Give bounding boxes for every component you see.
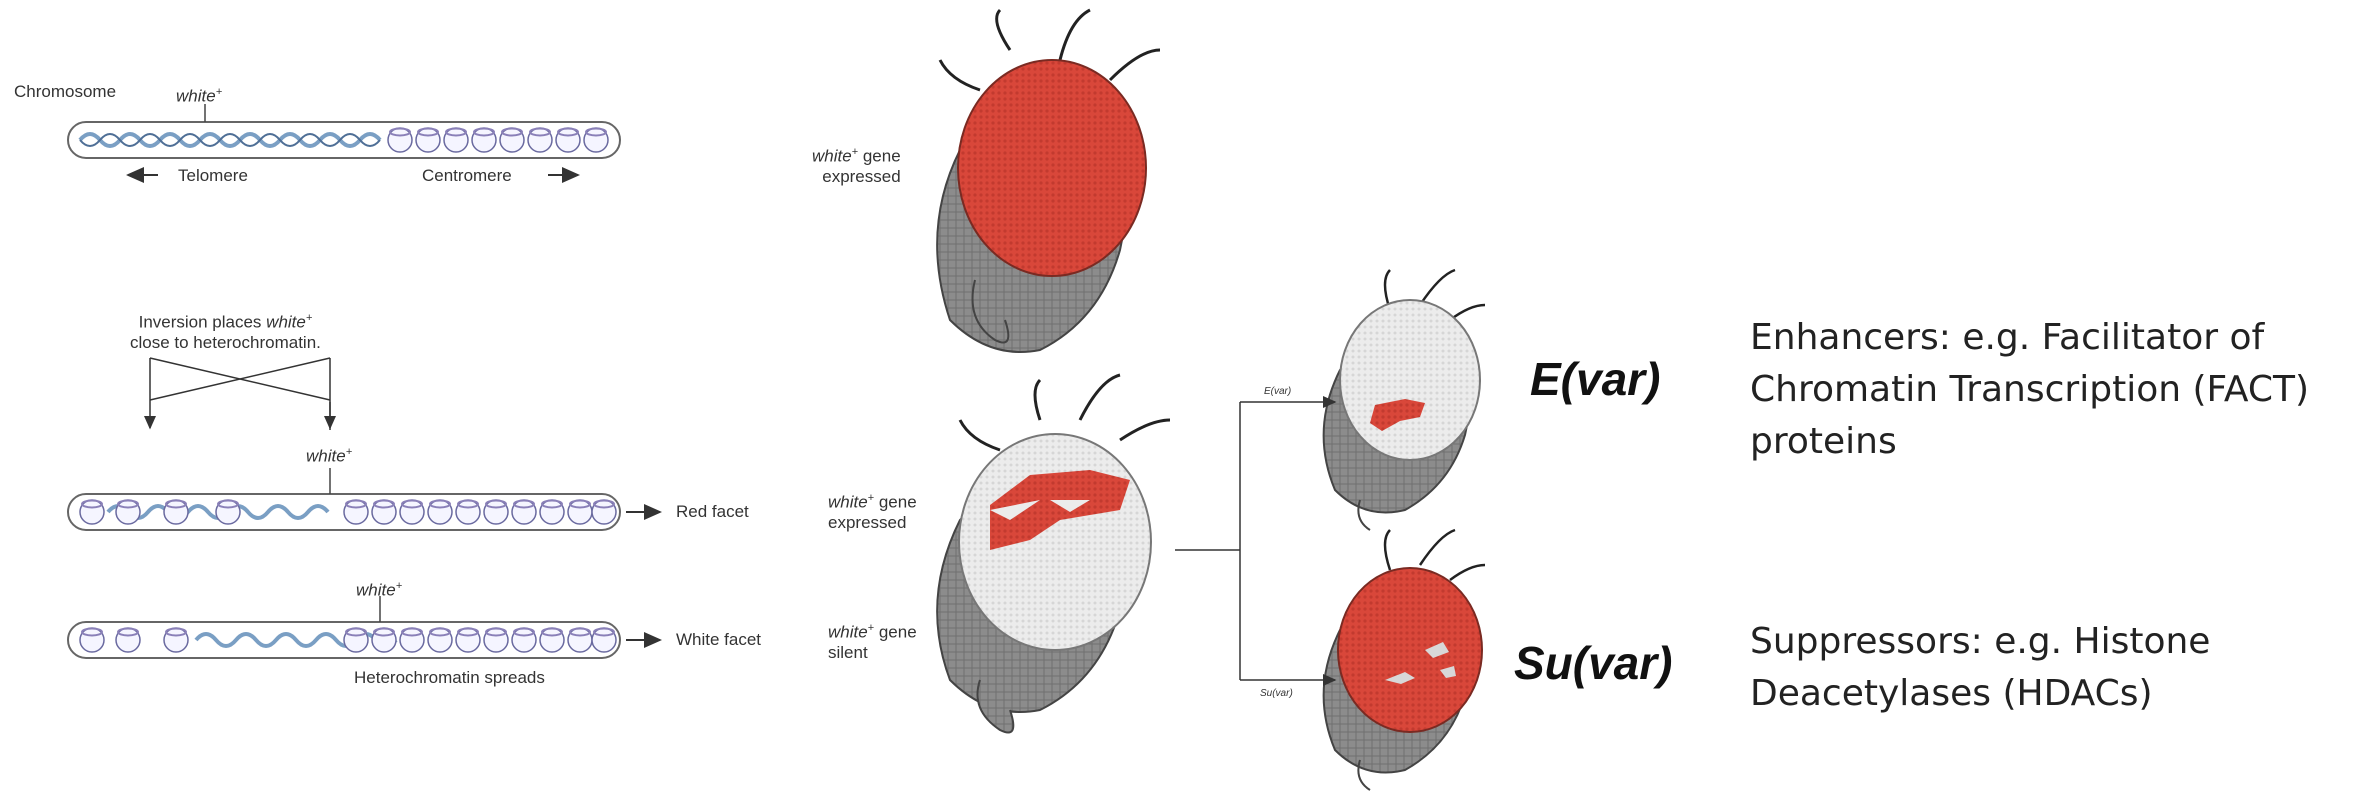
enhancers-text: Enhancers: e.g. Facilitator of Chromatin… xyxy=(1750,312,2360,468)
heterochromatin-caption: Heterochromatin spreads xyxy=(354,668,545,688)
suvar-heading: Su(var) xyxy=(1514,636,1672,690)
inversion-note: Inversion places white+ close to heteroc… xyxy=(130,308,321,353)
fly-head-red xyxy=(937,10,1160,352)
chromosome-middle xyxy=(68,468,620,530)
centromere-label: Centromere xyxy=(422,166,512,186)
evar-branch-label: E(var) xyxy=(1264,386,1291,397)
fly-head-suvar xyxy=(1324,530,1485,790)
suvar-branch-label: Su(var) xyxy=(1260,688,1293,699)
chromosome-label: Chromosome xyxy=(14,82,116,102)
fly-mid-silent-label: white+ gene silent xyxy=(828,618,917,663)
fly-head-evar xyxy=(1324,270,1485,530)
white-gene-label-middle: white+ xyxy=(306,442,352,467)
fly-mid-expressed-label: white+ gene expressed xyxy=(828,488,917,533)
fly-top-label: white+ gene expressed xyxy=(812,142,901,187)
evar-heading: E(var) xyxy=(1530,352,1660,406)
branch-connector xyxy=(1175,402,1335,680)
white-gene-label-top: white+ xyxy=(176,82,222,107)
chromosome-bottom xyxy=(68,596,620,658)
chromosome-top xyxy=(68,104,620,158)
fly-head-mosaic xyxy=(937,375,1170,733)
telomere-label: Telomere xyxy=(178,166,248,186)
red-facet-label: Red facet xyxy=(676,502,749,522)
white-gene-label-bottom: white+ xyxy=(356,576,402,601)
inversion-arrows xyxy=(150,358,330,430)
white-facet-label: White facet xyxy=(676,630,761,650)
suppressors-text: Suppressors: e.g. Histone Deacetylases (… xyxy=(1750,616,2360,720)
